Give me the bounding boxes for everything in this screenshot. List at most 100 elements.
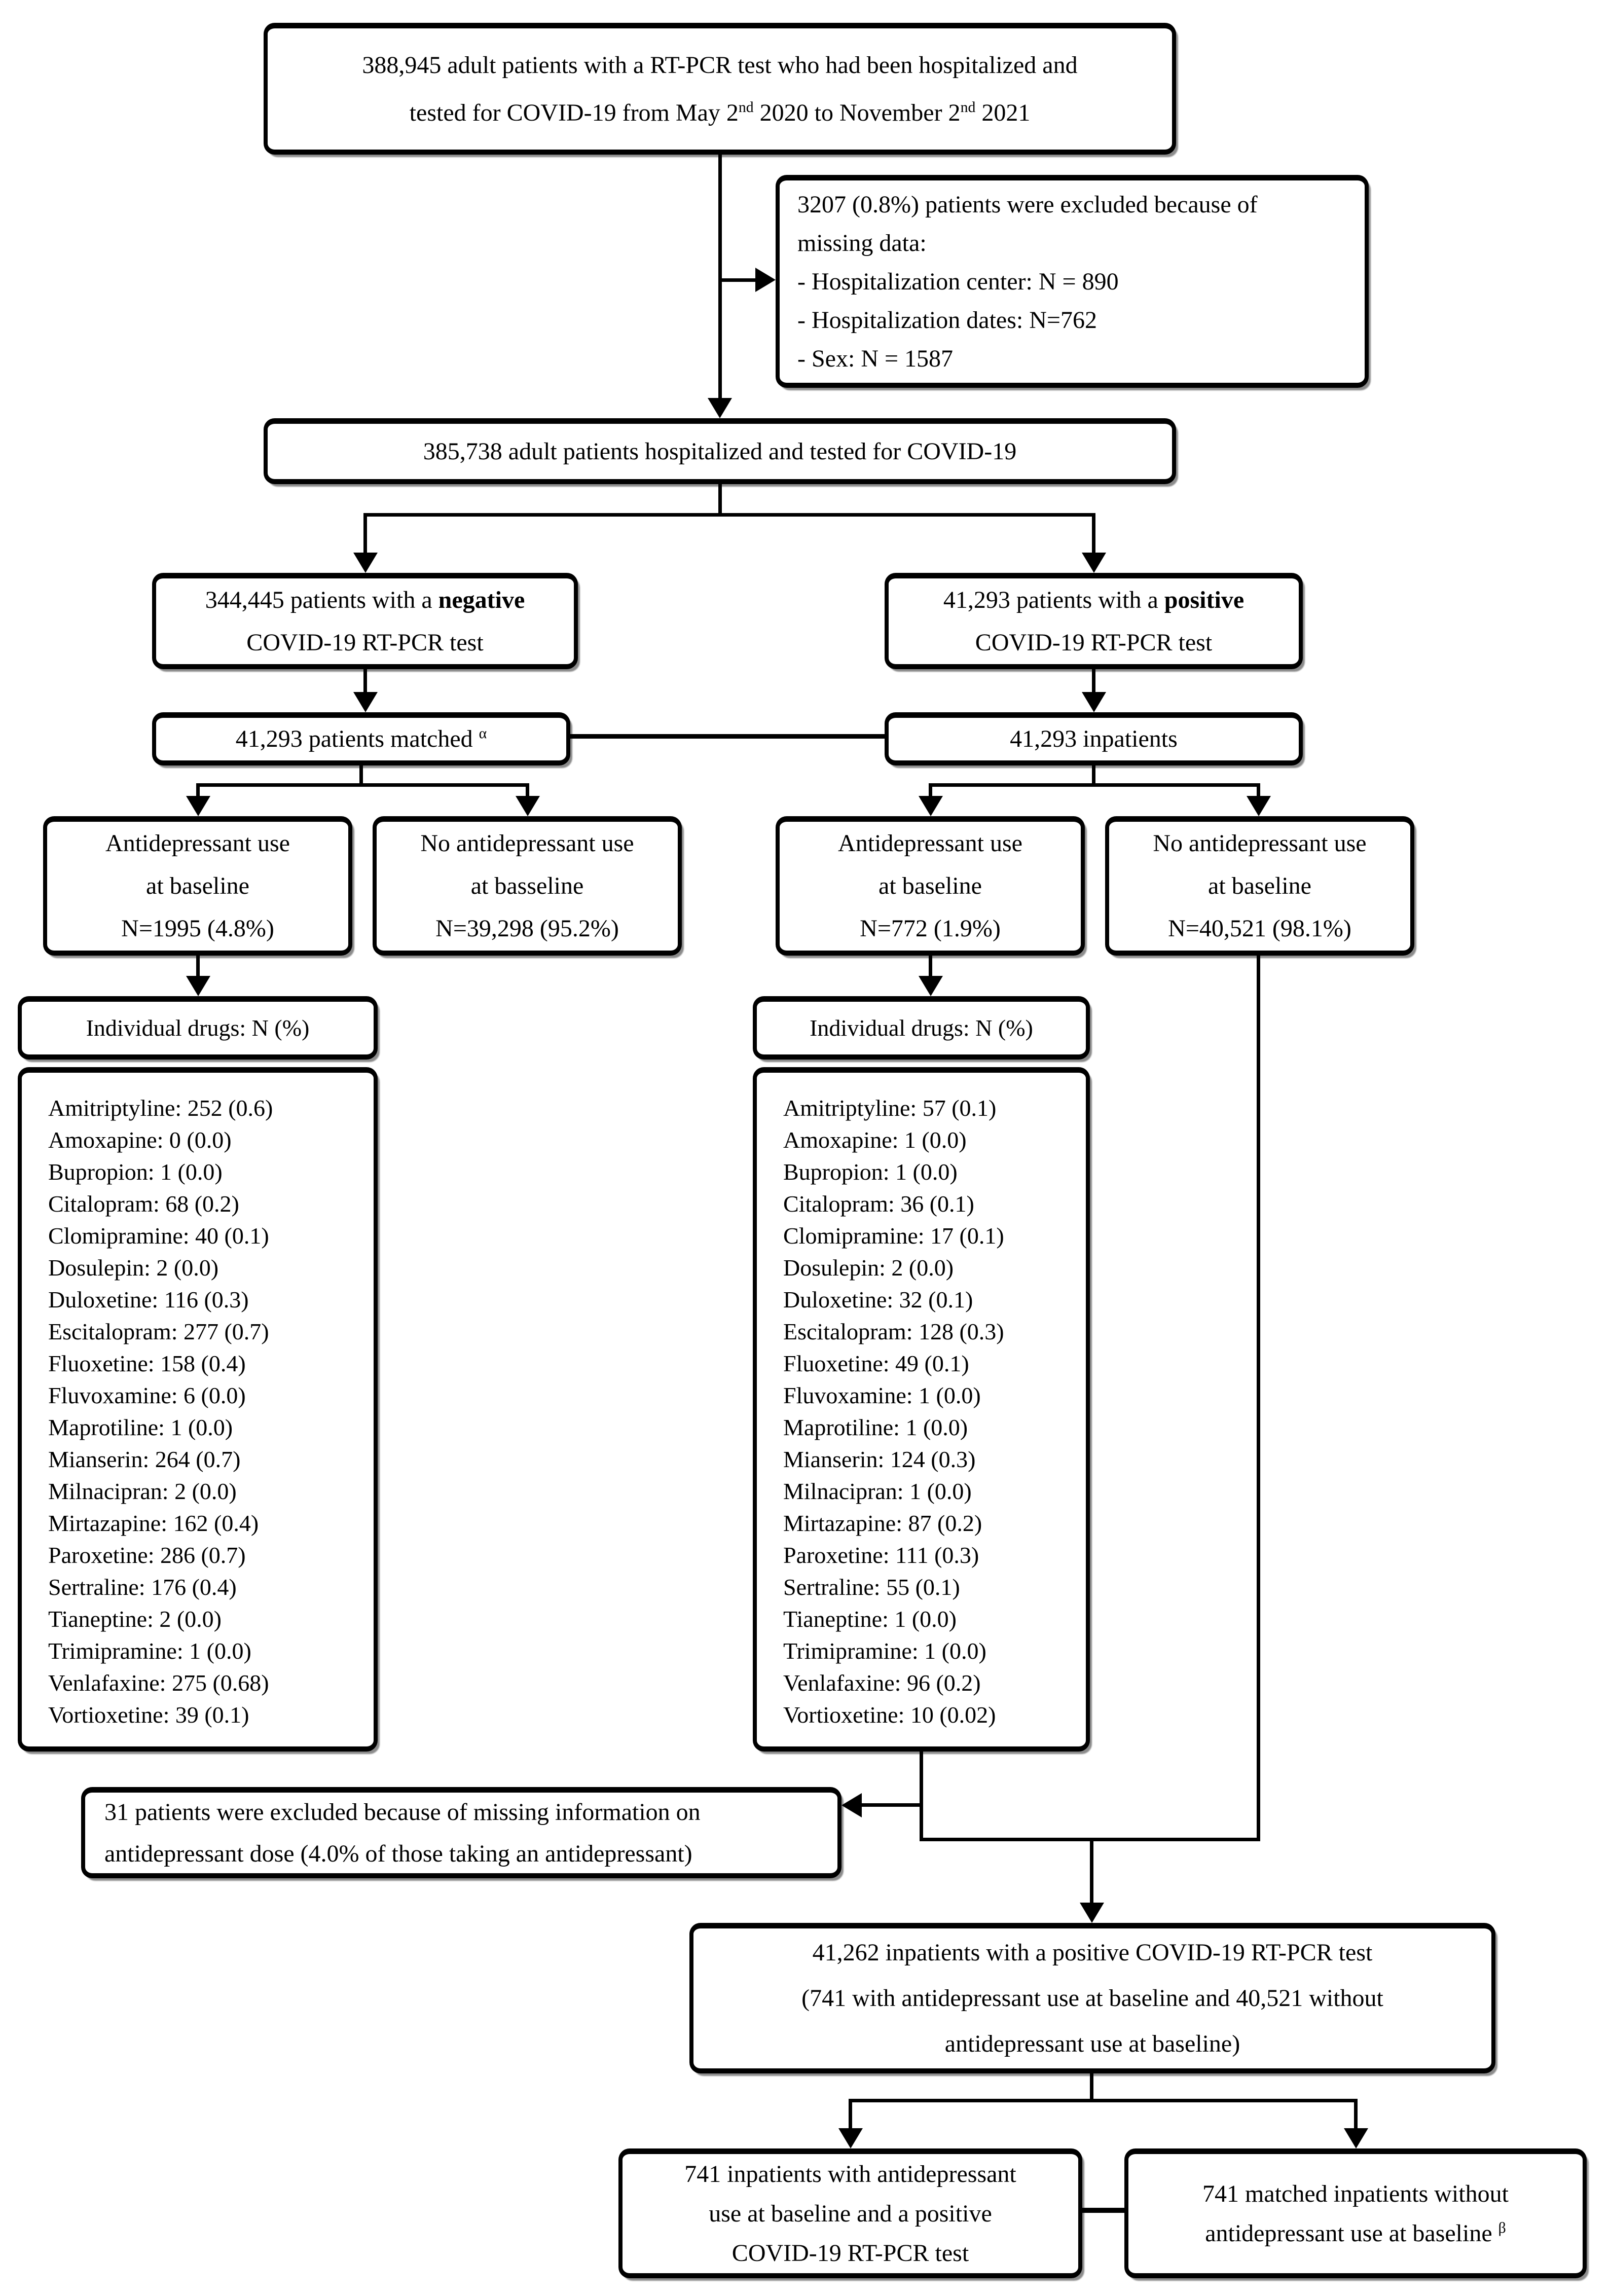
box-line: N=772 (1.9%) — [860, 915, 1001, 942]
box-line: - Hospitalization dates: N=762 — [797, 306, 1097, 334]
beta-superscript: β — [1498, 2219, 1506, 2236]
drug-item: Escitalopram: 128 (0.3) — [783, 1319, 1004, 1344]
final-antidepressant-box: 741 inpatients with antidepressant use at… — [618, 2148, 1082, 2278]
drug-item: Tianeptine: 1 (0.0) — [783, 1606, 957, 1632]
drug-item: Bupropion: 1 (0.0) — [783, 1159, 958, 1185]
drug-item: Mirtazapine: 162 (0.4) — [48, 1510, 259, 1536]
drug-item: Mianserin: 124 (0.3) — [783, 1446, 976, 1472]
final-inpatients-box: 41,262 inpatients with a positive COVID-… — [689, 1923, 1495, 2073]
box-line: tested for COVID-19 from May 2nd 2020 to… — [409, 98, 1031, 126]
arrowhead-into-final-matched — [1344, 2128, 1368, 2148]
box-line: use at baseline and a positive — [709, 2200, 992, 2227]
matched-patients-box: 41,293 patients matched α — [152, 712, 570, 766]
drug-item: Clomipramine: 17 (0.1) — [783, 1223, 1004, 1249]
box-line: - Sex: N = 1587 — [797, 345, 954, 372]
connector-positive-to-inpatients — [1092, 669, 1095, 694]
box-line: antidepressant use at baseline) — [944, 2030, 1240, 2057]
box-line: Individual drugs: N (%) — [810, 1015, 1033, 1041]
box-line: Antidepressant use — [105, 830, 290, 857]
drug-item: Maprotiline: 1 (0.0) — [783, 1414, 968, 1440]
arrowhead-into-final-ad — [838, 2128, 863, 2148]
box-line: COVID-19 RT-PCR test — [731, 2239, 969, 2267]
box-line: 741 matched inpatients without — [1202, 2180, 1509, 2207]
box-line: antidepressant use at baseline β — [1205, 2219, 1506, 2247]
box-line: 741 inpatients with antidepressant — [684, 2160, 1016, 2188]
connector-inpatients-down — [1092, 766, 1095, 787]
connector-to-neg-no-ad-use — [526, 783, 529, 797]
arrowhead-into-exclusion1 — [755, 268, 776, 292]
connector-split-to-positive — [1092, 513, 1095, 554]
box-line: at baseline — [1208, 872, 1311, 899]
connector-to-exclusion2 — [862, 1803, 922, 1807]
connector-druglist-right-down — [920, 1752, 923, 1841]
alpha-superscript: α — [479, 725, 487, 742]
arrowhead-into-final-inpatients — [1080, 1903, 1104, 1923]
connector-merge-to-final — [1090, 1840, 1093, 1904]
box-line: N=40,521 (98.1%) — [1168, 915, 1351, 942]
superscript: nd — [960, 98, 976, 116]
arrowhead-into-header-left — [186, 976, 210, 996]
drug-item: Bupropion: 1 (0.0) — [48, 1159, 223, 1185]
connector-matched-down — [359, 766, 363, 787]
drug-item: Paroxetine: 111 (0.3) — [783, 1542, 979, 1568]
drug-item: Escitalopram: 277 (0.7) — [48, 1319, 269, 1344]
drug-item: Dosulepin: 2 (0.0) — [48, 1255, 219, 1281]
box-line: N=39,298 (95.2%) — [435, 915, 619, 942]
drug-item: Fluoxetine: 49 (0.1) — [783, 1351, 969, 1376]
connector-matched-inpatients — [570, 734, 885, 739]
split-bar-matched — [196, 783, 528, 787]
drug-item: Clomipramine: 40 (0.1) — [48, 1223, 269, 1249]
box-line: 344,445 patients with a negative — [205, 586, 525, 613]
drug-item: Venlafaxine: 275 (0.68) — [48, 1670, 269, 1696]
box-line: at baseline — [879, 872, 982, 899]
drug-item: Vortioxetine: 10 (0.02) — [783, 1702, 996, 1728]
split-bar-final — [849, 2099, 1356, 2102]
box-line: 41,262 inpatients with a positive COVID-… — [812, 1939, 1373, 1966]
box-line: missing data: — [797, 229, 927, 257]
drug-item: Fluvoxamine: 1 (0.0) — [783, 1382, 981, 1408]
box-line: No antidepressant use — [1153, 830, 1367, 857]
split-bar-inpatients — [929, 783, 1260, 787]
connector-neg-ad-to-header — [196, 956, 200, 980]
drug-item: Amoxapine: 1 (0.0) — [783, 1127, 967, 1153]
arrowhead-into-neg-no-ad-use — [516, 796, 540, 816]
connector-final-boxes — [1082, 2208, 1124, 2213]
negative-test-box: 344,445 patients with a negative COVID-1… — [152, 573, 578, 669]
box-line: antidepressant dose (4.0% of those takin… — [104, 1840, 692, 1867]
box-line: No antidepressant use — [420, 830, 634, 857]
box-line: N=1995 (4.8%) — [121, 915, 274, 942]
drug-item: Duloxetine: 116 (0.3) — [48, 1287, 249, 1313]
arrowhead-into-header-right — [919, 976, 943, 996]
box-line: 41,293 patients with a positive — [943, 586, 1245, 613]
box-line: COVID-19 RT-PCR test — [246, 629, 484, 656]
connector-to-neg-ad-use — [196, 783, 200, 797]
drug-item: Maprotiline: 1 (0.0) — [48, 1414, 233, 1440]
connector-pos-no-ad-long-down — [1257, 956, 1260, 1841]
individual-drugs-header-left: Individual drugs: N (%) — [18, 996, 378, 1060]
hospitalized-tested-box: 385,738 adult patients hospitalized and … — [264, 418, 1176, 484]
connector-to-final-matched — [1354, 2099, 1358, 2128]
arrowhead-into-inpatients — [1082, 692, 1106, 712]
arrowhead-into-pos-ad-use — [919, 796, 943, 816]
drug-list-right: Amitriptyline: 57 (0.1)Amoxapine: 1 (0.0… — [753, 1067, 1090, 1752]
positive-test-box: 41,293 patients with a positive COVID-19… — [885, 573, 1303, 669]
connector-to-final-ad — [849, 2099, 852, 2128]
box-line: 388,945 adult patients with a RT-PCR tes… — [362, 51, 1078, 79]
arrowhead-into-neg-ad-use — [186, 796, 210, 816]
superscript: nd — [738, 98, 754, 116]
drug-item: Mianserin: 264 (0.7) — [48, 1446, 241, 1472]
connector-pos-ad-to-header — [929, 956, 932, 980]
arrowhead-into-matched — [353, 692, 378, 712]
drug-item: Fluvoxamine: 6 (0.0) — [48, 1382, 246, 1408]
box-line: 31 patients were excluded because of mis… — [104, 1798, 701, 1826]
merge-bar-final — [920, 1838, 1260, 1841]
connector-final-down — [1090, 2073, 1093, 2101]
connector-hospitalized-down — [718, 484, 722, 513]
connector-split-to-negative — [363, 513, 367, 554]
box-line: 3207 (0.8%) patients were excluded becau… — [797, 191, 1258, 218]
drug-item: Sertraline: 55 (0.1) — [783, 1574, 960, 1600]
connector-to-pos-ad-use — [929, 783, 932, 797]
